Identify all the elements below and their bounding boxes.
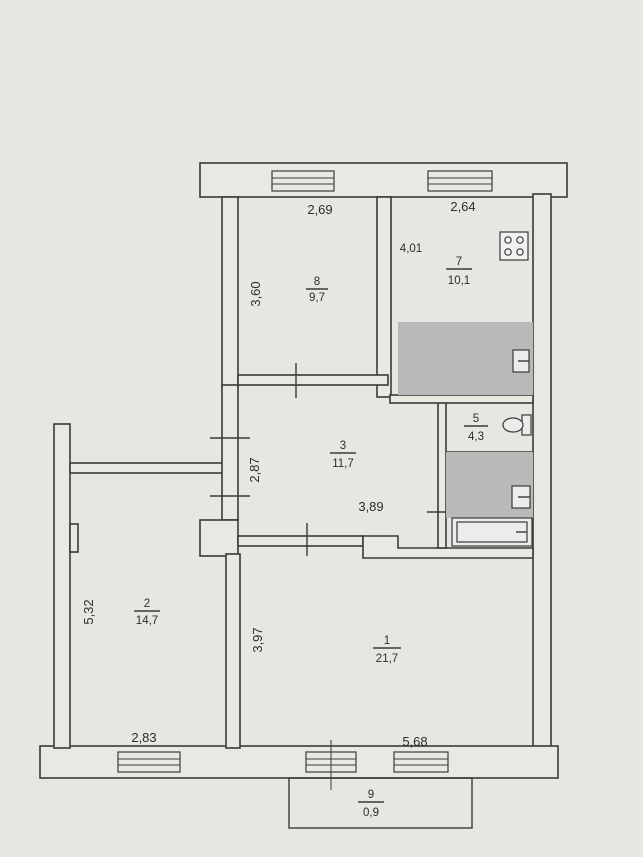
window-room2 — [117, 751, 181, 773]
room-label-2: 2 14,7 — [134, 598, 160, 627]
svg-text:21,7: 21,7 — [376, 653, 398, 665]
wall-left — [53, 423, 71, 749]
wall-room8-bottom — [237, 374, 389, 386]
dim-room8-height: 3,60 — [248, 281, 263, 306]
balcony-door — [305, 740, 357, 790]
wall-room2-top — [69, 462, 231, 474]
dim-top-right: 2,64 — [450, 199, 475, 214]
dim-hall-height: 2,87 — [247, 457, 262, 482]
window-room8 — [271, 170, 335, 192]
dim-top-left: 2,69 — [307, 202, 332, 217]
wall-2-1 — [225, 553, 241, 749]
window-kitchen — [427, 170, 493, 192]
svg-text:2: 2 — [144, 598, 150, 610]
wall-bath-top — [389, 394, 534, 404]
svg-text:10,1: 10,1 — [448, 275, 470, 287]
wall-hall-bottom — [237, 535, 364, 547]
room-label-9: 9 0,9 — [358, 789, 384, 819]
svg-text:9: 9 — [368, 789, 374, 801]
svg-text:8: 8 — [314, 276, 320, 288]
wall-right — [532, 193, 552, 755]
room-label-1: 1 21,7 — [373, 635, 401, 665]
wall-bath-left — [437, 394, 447, 549]
wall-partition-8-7 — [376, 196, 392, 398]
toilet-icon — [502, 414, 532, 436]
wall-hall-left — [221, 384, 239, 521]
dim-bottom-right: 5,68 — [402, 734, 427, 749]
svg-text:9,7: 9,7 — [309, 292, 325, 304]
room2-wall-recess — [69, 523, 79, 553]
wall-top — [199, 162, 568, 198]
wall-pillar — [199, 519, 239, 557]
dim-kitchen-inner: 4,01 — [400, 243, 422, 255]
wall-left-upper — [221, 196, 239, 388]
svg-text:11,7: 11,7 — [332, 458, 354, 470]
room-label-3: 3 11,7 — [330, 440, 356, 470]
svg-text:0,9: 0,9 — [363, 807, 379, 819]
room-label-5: 5 4,3 — [464, 413, 488, 443]
svg-text:14,7: 14,7 — [136, 615, 158, 627]
bathtub-icon — [451, 517, 533, 547]
svg-text:7: 7 — [456, 256, 462, 268]
kitchen-counter — [398, 322, 533, 395]
room-label-7: 7 10,1 — [446, 256, 472, 287]
svg-text:3: 3 — [340, 440, 346, 452]
dim-bottom-left: 2,83 — [131, 730, 156, 745]
room-label-8: 8 9,7 — [306, 276, 328, 304]
dim-room1-height: 3,97 — [250, 627, 265, 652]
window-room1 — [393, 751, 449, 773]
balcony — [288, 777, 473, 829]
svg-text:4,3: 4,3 — [468, 431, 484, 443]
dim-room2-height: 5,32 — [81, 599, 96, 624]
stove-icon — [499, 231, 529, 261]
door-marks — [210, 363, 452, 556]
svg-text:5: 5 — [473, 413, 479, 425]
wall-bath-bottom — [362, 535, 534, 559]
dim-hall-width: 3,89 — [358, 499, 383, 514]
svg-text:1: 1 — [384, 635, 390, 647]
